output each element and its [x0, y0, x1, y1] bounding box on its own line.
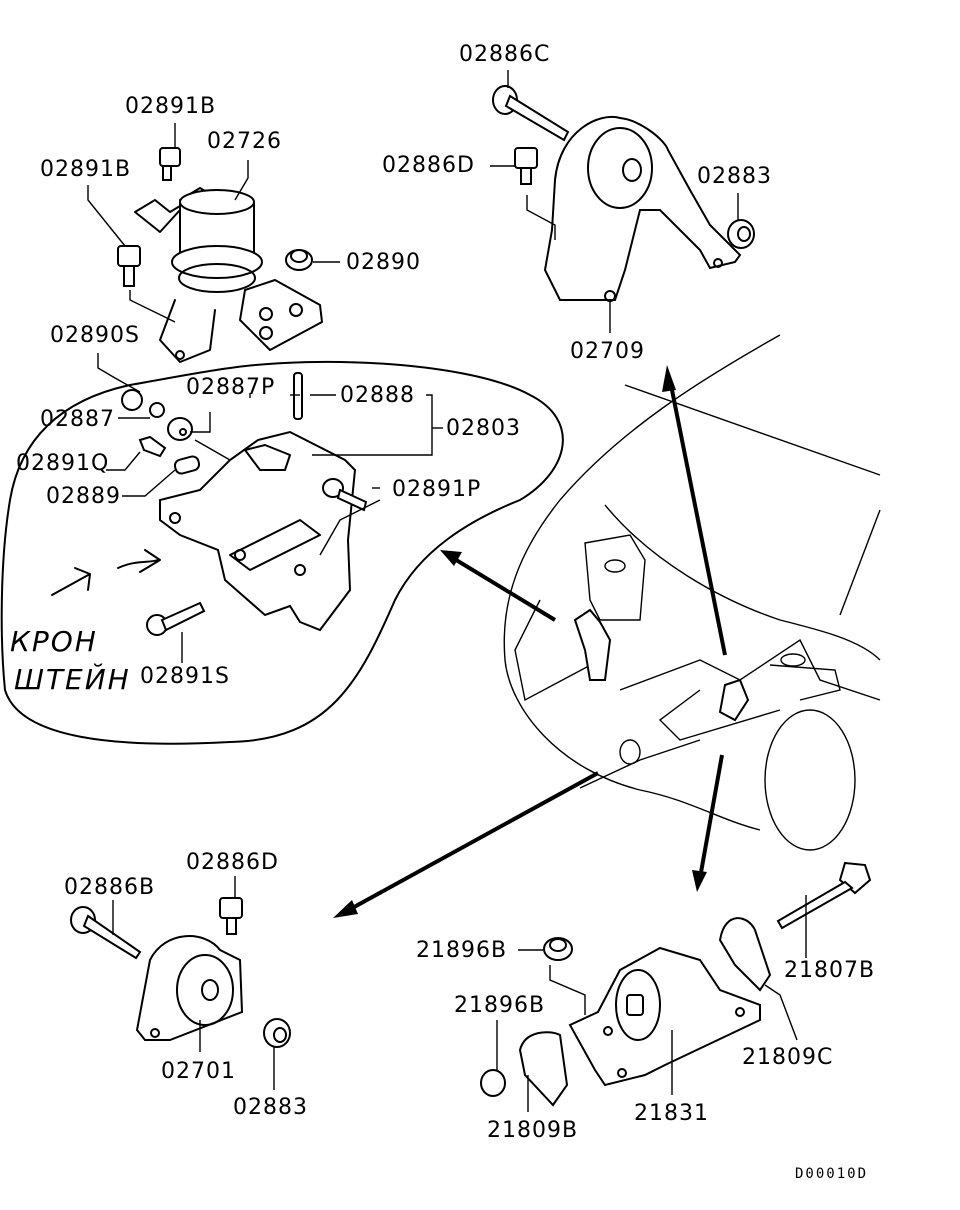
hand-drawn-outline [0, 360, 564, 745]
label-02726: 02726 [207, 129, 282, 154]
bolt-02891P [322, 478, 368, 512]
label-02883: 02883 [697, 164, 772, 189]
bolt-02886B [70, 906, 142, 960]
bolt-21807B [776, 861, 872, 930]
label-02891S: 02891S [140, 664, 230, 689]
label-21831: 21831 [634, 1101, 709, 1126]
label-02891B: 02891B [125, 94, 217, 119]
label-21809B: 21809B [487, 1118, 579, 1143]
nut-02890 [285, 249, 313, 271]
nut-02883-bottom [263, 1018, 291, 1048]
label-02891P: 02891P [392, 477, 482, 502]
mount-02726 [134, 187, 323, 363]
nut-02887 [149, 402, 165, 418]
stopper-21809C [718, 917, 772, 992]
nut-21896B-upper [543, 937, 573, 961]
nut-02890S [121, 389, 143, 411]
label-02886C: 02886C [459, 42, 551, 67]
label-02886D: 02886D [186, 850, 279, 875]
mount-02709 [543, 115, 742, 302]
stopper-21809B [518, 1031, 569, 1107]
nut-02883-top [727, 219, 755, 249]
handwritten-note-line1: КРОН [10, 625, 98, 658]
label-02890: 02890 [346, 250, 421, 275]
bolt-02886C [492, 85, 570, 142]
label-02887: 02887 [40, 407, 115, 432]
pointer-arrows [333, 365, 727, 918]
handwritten-note-line2: ШТЕЙН [14, 663, 131, 696]
label-02891B: 02891B [40, 157, 132, 182]
label-02886D: 02886D [382, 153, 475, 178]
label-02803: 02803 [446, 416, 521, 441]
washer-02887P [167, 417, 193, 441]
car-body-outline [503, 334, 881, 851]
label-02709: 02709 [570, 339, 645, 364]
label-02888: 02888 [340, 383, 415, 408]
bolt-02891B-top [159, 147, 181, 181]
label-02890S: 02890S [50, 323, 140, 348]
label-21809C: 21809C [742, 1045, 834, 1070]
label-02883: 02883 [233, 1095, 308, 1120]
bolt-02886D-top [514, 147, 538, 185]
mount-02701 [135, 935, 244, 1041]
label-21896B: 21896B [454, 993, 546, 1018]
label-21807B: 21807B [784, 958, 876, 983]
diagram-code: D00010D [795, 1166, 869, 1182]
bolt-02891B-left [117, 245, 141, 287]
mount-21831 [568, 946, 761, 1087]
label-02886B: 02886B [64, 875, 156, 900]
bolt-02886D-bottom [219, 897, 243, 935]
label-02887P: 02887P [186, 375, 276, 400]
bolt-02891Q [138, 435, 167, 458]
bracket-02803 [159, 430, 357, 632]
label-02889: 02889 [46, 484, 121, 509]
nut-21896B-lower [480, 1069, 506, 1097]
label-02891Q: 02891Q [16, 451, 110, 476]
stud-02888 [293, 372, 303, 420]
bolt-02891S [146, 601, 206, 636]
plate-02889 [173, 455, 201, 475]
label-02701: 02701 [161, 1059, 236, 1084]
label-21896B: 21896B [416, 938, 508, 963]
